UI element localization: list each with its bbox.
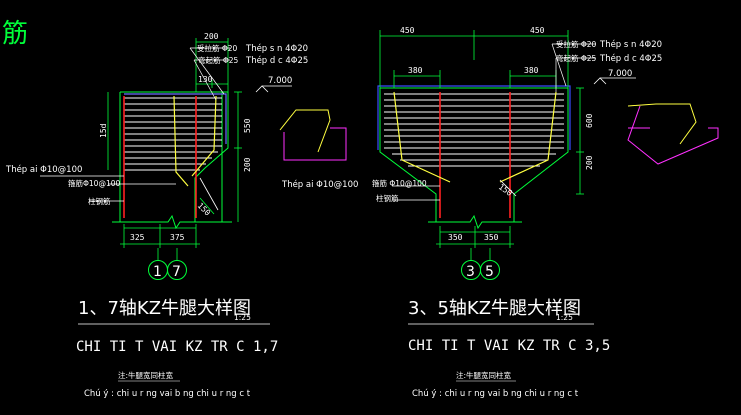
right-title-scale: 1:25 bbox=[556, 313, 573, 322]
left-dim-325: 325 bbox=[130, 233, 145, 242]
right-axis-label: 3 bbox=[466, 264, 475, 280]
right-bent-bar bbox=[393, 91, 451, 183]
left-dim-200: 200 bbox=[204, 32, 219, 41]
left-axis-label: 1 bbox=[153, 264, 162, 280]
left-title-vn: CHI TI T VAI KZ TR C 1,7 bbox=[76, 339, 278, 355]
right-dim-200v: 200 bbox=[585, 155, 594, 170]
right-title-vn: CHI TI T VAI KZ TR C 3,5 bbox=[408, 338, 610, 354]
right-bent-bar bbox=[499, 91, 557, 183]
right-stirrups bbox=[384, 93, 564, 167]
left-top-bar bbox=[124, 93, 227, 144]
right-dim-150: 150 bbox=[497, 182, 514, 198]
right-axis-label: 5 bbox=[485, 264, 494, 280]
right-section-bent bbox=[627, 103, 697, 145]
left-note-stirrup-cn: 箍筋Φ10@100 bbox=[68, 178, 120, 188]
right-break-line bbox=[428, 214, 522, 230]
right-axis-bubble bbox=[480, 260, 500, 280]
left-dim-15d: 15d bbox=[99, 123, 108, 138]
right-dim-380a: 380 bbox=[408, 66, 423, 75]
left-break-line bbox=[112, 214, 232, 230]
right-dim-350b: 350 bbox=[484, 233, 499, 242]
left-bent-bar bbox=[173, 95, 189, 187]
left-axis-label: 7 bbox=[172, 264, 181, 280]
footer-notes: 注:牛腿宽同柱宽 Chú ý : chi u r ng vai b ng chi… bbox=[84, 370, 579, 399]
left-axis-bubble bbox=[167, 260, 187, 280]
left-title-cn: 1、7轴KZ牛腿大样图 bbox=[78, 298, 251, 319]
left-note-stirrup-right: Thép ai Φ10@100 bbox=[281, 179, 358, 190]
corner-glyph: 筋 bbox=[2, 19, 28, 49]
left-dim-200v: 200 bbox=[243, 157, 252, 172]
left-corbel-outline bbox=[120, 91, 229, 222]
right-dim-450b: 450 bbox=[530, 26, 545, 35]
right-elev-text: 7.000 bbox=[608, 69, 632, 79]
left-note-bend-vn: Thép d c 4Φ25 bbox=[245, 55, 308, 66]
left-note-col-cn: 柱钢筋 bbox=[88, 196, 111, 206]
right-corbel-outline bbox=[379, 88, 437, 222]
right-note-stirrup-cn: 箍筋 Φ10@100 bbox=[372, 178, 427, 188]
left-dim-150: 150 bbox=[196, 201, 213, 218]
left-dim-375: 375 bbox=[170, 233, 185, 242]
left-bent-bar bbox=[191, 95, 217, 177]
footer-note-cn-left: 注:牛腿宽同柱宽 bbox=[118, 370, 174, 380]
right-note-top-cn: 受拉筋 Φ20 bbox=[556, 39, 597, 49]
right-note-bend-vn: Thép d c 4Φ25 bbox=[599, 53, 662, 64]
right-dim-350a: 350 bbox=[448, 233, 463, 242]
right-title-cn: 3、5轴KZ牛腿大样图 bbox=[408, 298, 581, 319]
left-diagonal bbox=[199, 177, 219, 211]
left-note-bend-cn: 弯起筋 Φ25 bbox=[198, 55, 239, 65]
left-note-stirrup-vn: Thép ai Φ10@100 bbox=[5, 164, 82, 175]
left-note-top-vn: Thép s n 4Φ20 bbox=[245, 43, 308, 54]
left-stirrups bbox=[124, 97, 222, 171]
left-detail: 200 130 550 200 15d 150 325 375 7.000 受拉… bbox=[5, 32, 358, 355]
left-dim-130: 130 bbox=[198, 75, 213, 84]
left-dimension-lines bbox=[107, 38, 242, 248]
left-elev-text: 7.000 bbox=[268, 76, 292, 86]
footer-note-cn-right: 注:牛腿宽同柱宽 bbox=[456, 370, 512, 380]
left-elev-mark bbox=[255, 85, 269, 93]
left-dim-550: 550 bbox=[243, 118, 252, 133]
right-corbel-outline bbox=[380, 87, 569, 222]
right-top-bar bbox=[377, 85, 571, 150]
footer-note-vn-left: Chú ý : chi u r ng vai b ng chi u r ng c… bbox=[84, 389, 251, 399]
right-dim-380b: 380 bbox=[524, 66, 539, 75]
right-dim-600: 600 bbox=[585, 113, 594, 128]
left-title-scale: 1:25 bbox=[234, 313, 251, 322]
right-detail: 450 450 380 380 600 200 150 350 350 7.00… bbox=[372, 26, 719, 354]
left-note-top-cn: 受拉筋 Φ20 bbox=[197, 43, 238, 53]
right-elev-mark bbox=[593, 77, 607, 85]
left-section-outline bbox=[283, 127, 347, 161]
left-section-bent bbox=[279, 109, 331, 153]
footer-note-vn-right: Chú ý : chi u r ng vai b ng chi u r ng c… bbox=[412, 389, 579, 399]
right-note-top-vn: Thép s n 4Φ20 bbox=[599, 39, 662, 50]
right-dimension-lines bbox=[379, 30, 584, 248]
right-section-outline bbox=[627, 105, 719, 165]
right-note-col-cn: 柱钢筋 bbox=[376, 193, 399, 203]
right-note-bend-cn: 弯起筋 Φ25 bbox=[556, 53, 597, 63]
right-dim-450a: 450 bbox=[400, 26, 415, 35]
